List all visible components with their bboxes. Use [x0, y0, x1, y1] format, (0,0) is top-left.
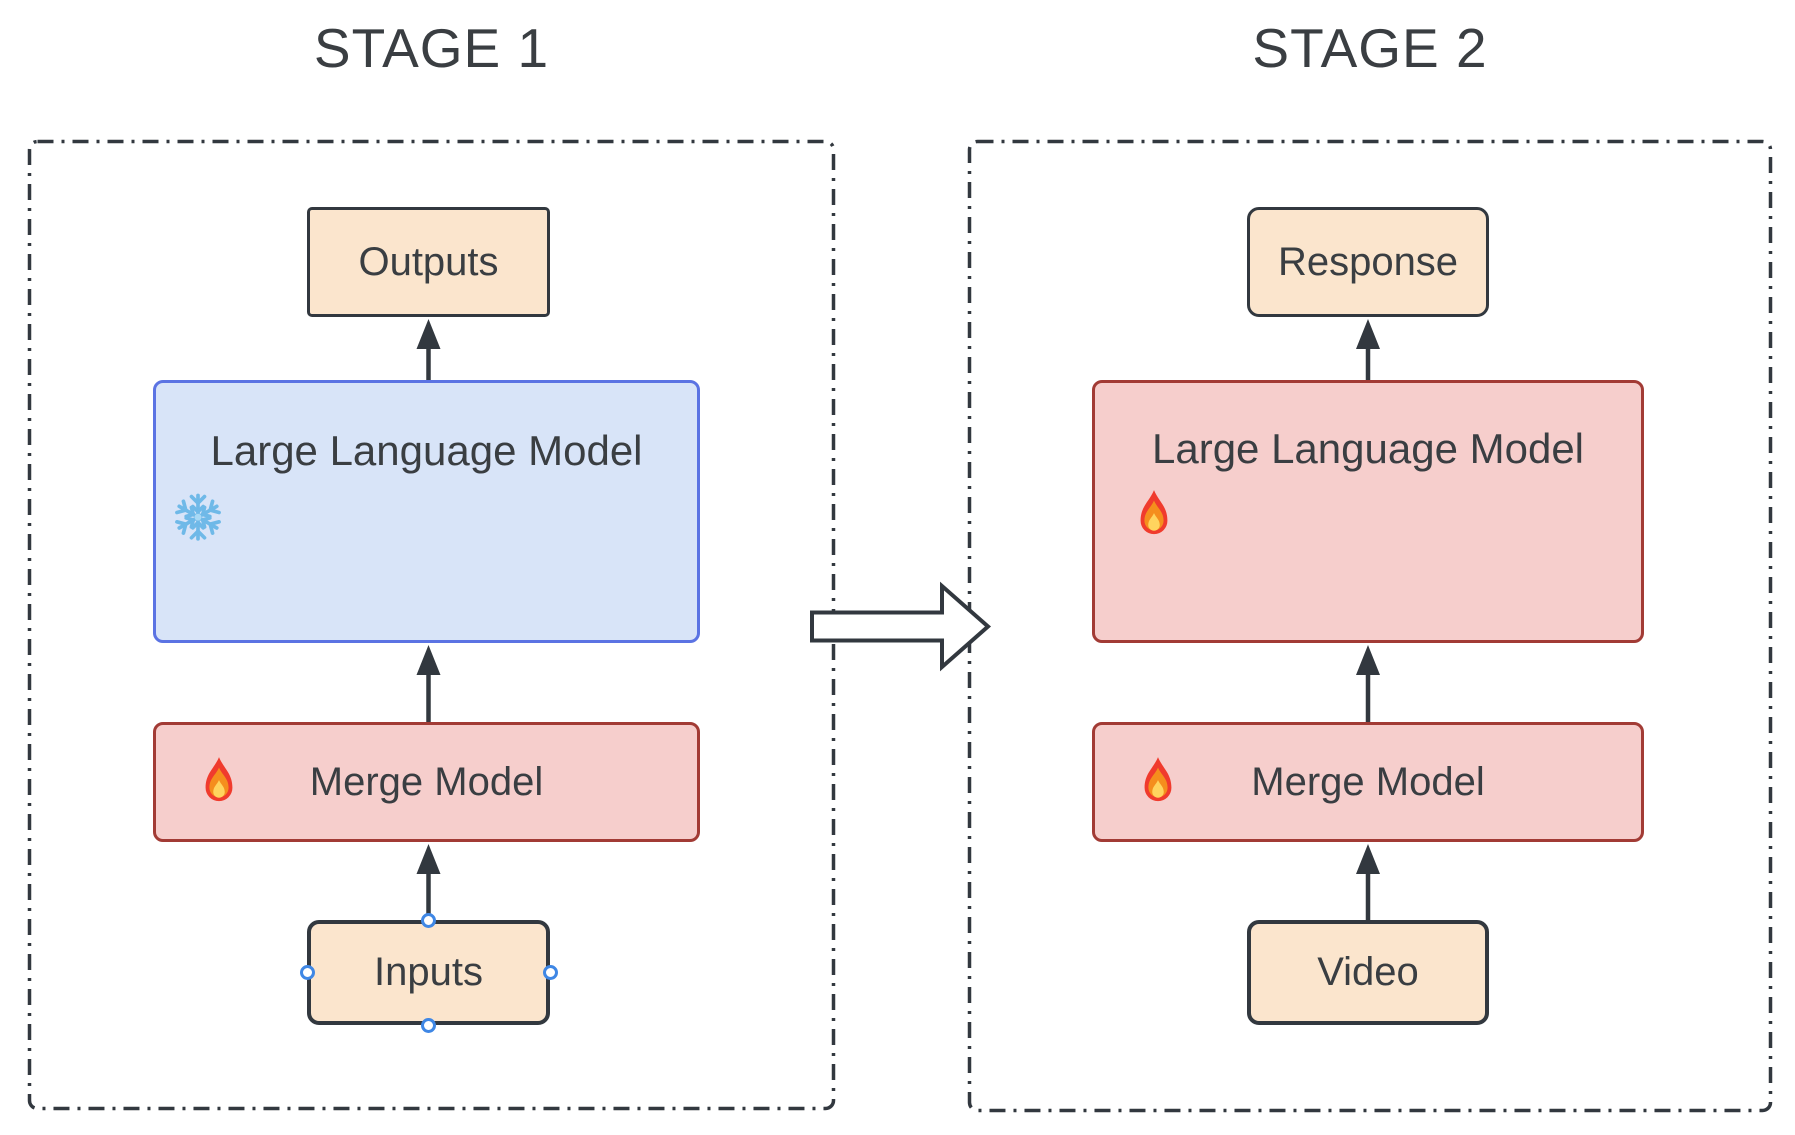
- stage1-title[interactable]: STAGE 1: [313, 17, 550, 79]
- stage-transition-arrow-icon[interactable]: [810, 581, 992, 672]
- arrowhead-icon: [416, 844, 441, 874]
- node-video[interactable]: Video: [1247, 920, 1489, 1025]
- node-merge-model-label: Merge Model: [1251, 759, 1485, 804]
- node-merge-model-stage2[interactable]: Merge Model: [1092, 722, 1644, 842]
- stage1-arrowheads: [416, 319, 441, 874]
- fire-icon: [1131, 487, 1177, 543]
- node-video-label: Video: [1317, 950, 1419, 994]
- arrowhead-icon: [1356, 844, 1380, 874]
- snowflake-icon: [172, 489, 224, 541]
- stage2-arrowheads: [1356, 319, 1380, 874]
- stage2-title[interactable]: STAGE 2: [1252, 17, 1488, 79]
- node-outputs[interactable]: Outputs: [307, 207, 550, 317]
- connection-handle-bottom[interactable]: [421, 1017, 436, 1033]
- node-llm-frozen-label: Large Language Model: [210, 426, 643, 474]
- node-merge-model-stage1[interactable]: Merge Model: [153, 722, 700, 842]
- node-merge-model-label: Merge Model: [309, 759, 544, 804]
- connection-handle-right[interactable]: [542, 965, 558, 980]
- arrowhead-icon: [1356, 319, 1380, 349]
- node-response-label: Response: [1277, 239, 1459, 284]
- connection-handle-left[interactable]: [299, 965, 315, 980]
- arrowhead-icon: [416, 645, 441, 675]
- connection-handle-top[interactable]: [421, 912, 436, 928]
- node-inputs-label: Inputs: [374, 950, 483, 994]
- arrowhead-icon: [416, 319, 441, 349]
- fire-icon: [196, 754, 242, 810]
- node-llm-frozen[interactable]: Large Language Model: [153, 380, 700, 643]
- node-inputs[interactable]: Inputs: [307, 920, 550, 1025]
- node-llm-trainable-label: Large Language Model: [1151, 424, 1585, 472]
- arrowhead-icon: [1356, 645, 1380, 675]
- fire-icon: [1135, 754, 1181, 810]
- node-llm-trainable[interactable]: Large Language Model: [1092, 380, 1644, 643]
- node-outputs-label: Outputs: [358, 239, 499, 284]
- node-response[interactable]: Response: [1247, 207, 1489, 317]
